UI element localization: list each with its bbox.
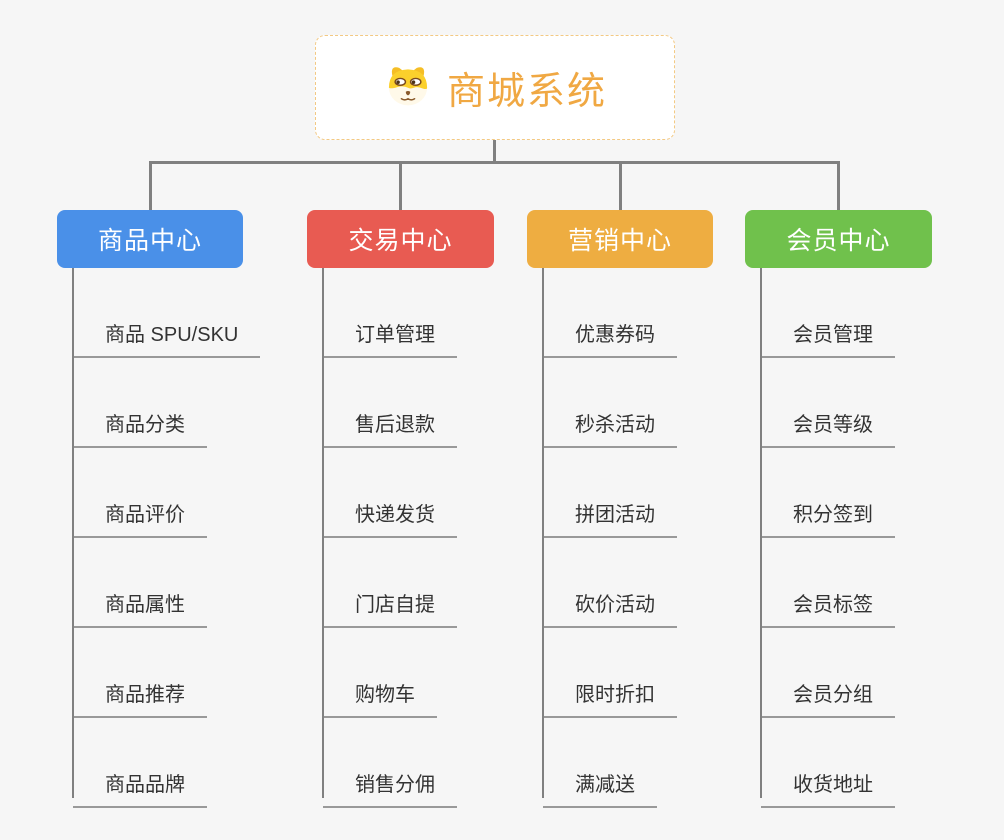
- branch-drop-line: [837, 161, 840, 211]
- leaf-node: 限时折扣: [543, 628, 775, 718]
- leaf-node: 会员管理: [761, 268, 993, 358]
- leaf-node-label[interactable]: 售后退款: [323, 408, 457, 448]
- children-column-marketing-center: 优惠券码 秒杀活动 拼团活动 砍价活动 限时折扣 满减送: [542, 268, 775, 808]
- leaf-node: 商品分类: [73, 358, 305, 448]
- leaf-node: 商品属性: [73, 538, 305, 628]
- leaf-node: 销售分佣: [323, 718, 555, 808]
- branch-label: 商品中心: [97, 227, 202, 255]
- leaf-node: 商品品牌: [73, 718, 305, 808]
- root-node-label: 商城系统: [446, 71, 607, 113]
- branch-label: 营销中心: [567, 227, 672, 255]
- column-connector-line: [542, 268, 544, 798]
- leaf-node-label[interactable]: 商品品牌: [73, 768, 207, 808]
- leaf-node-label[interactable]: 拼团活动: [543, 498, 677, 538]
- leaf-node-label[interactable]: 快递发货: [323, 498, 457, 538]
- branch-drop-line: [399, 161, 402, 211]
- leaf-node-label[interactable]: 限时折扣: [543, 678, 677, 718]
- children-column-member-center: 会员管理 会员等级 积分签到 会员标签 会员分组 收货地址: [760, 268, 993, 808]
- branch-label: 交易中心: [348, 227, 453, 255]
- children-column-trade-center: 订单管理 售后退款 快递发货 门店自提 购物车 销售分佣: [322, 268, 555, 808]
- leaf-node-label[interactable]: 收货地址: [761, 768, 895, 808]
- branch-node-marketing-center[interactable]: 营销中心: [527, 210, 713, 268]
- branch-node-product-center[interactable]: 商品中心: [57, 210, 243, 268]
- branch-label: 会员中心: [786, 227, 891, 255]
- leaf-node: 收货地址: [761, 718, 993, 808]
- leaf-node-label[interactable]: 商品评价: [73, 498, 207, 538]
- leaf-node-label[interactable]: 销售分佣: [323, 768, 457, 808]
- leaf-node: 会员等级: [761, 358, 993, 448]
- leaf-node: 砍价活动: [543, 538, 775, 628]
- column-connector-line: [760, 268, 762, 798]
- leaf-node: 拼团活动: [543, 448, 775, 538]
- leaf-node-label[interactable]: 商品推荐: [73, 678, 207, 718]
- leaf-node-label[interactable]: 积分签到: [761, 498, 895, 538]
- leaf-node: 购物车: [323, 628, 555, 718]
- leaf-node-label[interactable]: 订单管理: [323, 318, 457, 358]
- leaf-node: 会员标签: [761, 538, 993, 628]
- leaf-node-label[interactable]: 门店自提: [323, 588, 457, 628]
- leaf-node: 门店自提: [323, 538, 555, 628]
- leaf-node: 商品评价: [73, 448, 305, 538]
- leaf-node-label[interactable]: 会员管理: [761, 318, 895, 358]
- leaf-node: 商品 SPU/SKU: [73, 268, 305, 358]
- root-connector-line: [493, 139, 496, 164]
- leaf-node-label[interactable]: 会员标签: [761, 588, 895, 628]
- leaf-node: 优惠券码: [543, 268, 775, 358]
- leaf-node-label[interactable]: 商品 SPU/SKU: [73, 318, 261, 358]
- leaf-node: 秒杀活动: [543, 358, 775, 448]
- leaf-node: 积分签到: [761, 448, 993, 538]
- leaf-node: 会员分组: [761, 628, 993, 718]
- leaf-node: 售后退款: [323, 358, 555, 448]
- column-connector-line: [322, 268, 324, 798]
- branch-node-trade-center[interactable]: 交易中心: [307, 210, 494, 268]
- leaf-node: 商品推荐: [73, 628, 305, 718]
- leaf-node: 满减送: [543, 718, 775, 808]
- leaf-node-label[interactable]: 砍价活动: [543, 588, 677, 628]
- leaf-node: 快递发货: [323, 448, 555, 538]
- branch-drop-line: [149, 161, 152, 211]
- leaf-node-label[interactable]: 会员等级: [761, 408, 895, 448]
- leaf-node-label[interactable]: 秒杀活动: [543, 408, 677, 448]
- leaf-node-label[interactable]: 商品分类: [73, 408, 207, 448]
- branch-node-member-center[interactable]: 会员中心: [745, 210, 932, 268]
- dog-face-icon: [383, 62, 433, 114]
- leaf-node-label[interactable]: 会员分组: [761, 678, 895, 718]
- leaf-node-label[interactable]: 满减送: [543, 768, 657, 808]
- leaf-node: 订单管理: [323, 268, 555, 358]
- column-connector-line: [72, 268, 74, 798]
- leaf-node-label[interactable]: 优惠券码: [543, 318, 677, 358]
- root-node-mall-system[interactable]: 商城系统: [315, 35, 675, 140]
- branch-drop-line: [619, 161, 622, 211]
- leaf-node-label[interactable]: 购物车: [323, 678, 437, 718]
- leaf-node-label[interactable]: 商品属性: [73, 588, 207, 628]
- children-column-product-center: 商品 SPU/SKU 商品分类 商品评价 商品属性 商品推荐 商品品牌: [72, 268, 305, 808]
- branch-bus-line: [149, 161, 840, 164]
